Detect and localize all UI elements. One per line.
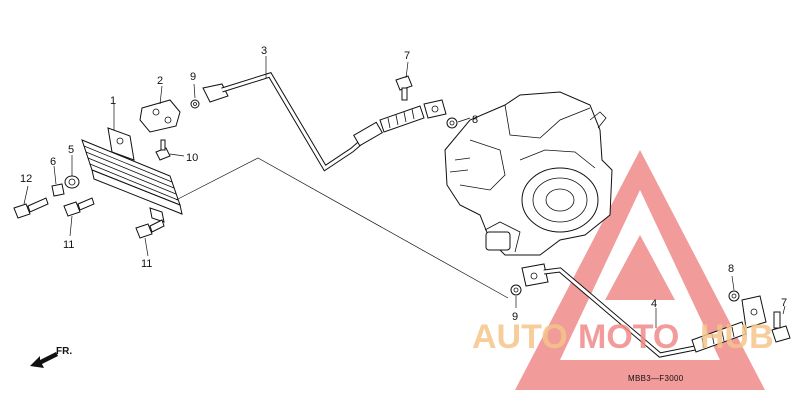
- washer-8-bottom: [728, 290, 740, 302]
- oil-pipe-upper: [202, 72, 447, 172]
- callout-1: 1: [110, 95, 116, 107]
- reference-line: [175, 157, 509, 299]
- watermark-text: AUTO MOTO HUB: [472, 318, 774, 356]
- watermark-auto: AUTO: [472, 318, 568, 356]
- oil-pipe-lower: [521, 263, 767, 358]
- bolt-7-bottom: [771, 311, 791, 343]
- washer-8-top: [446, 117, 458, 129]
- front-direction-arrow-icon: [30, 352, 58, 368]
- callout-5: 5: [68, 144, 74, 156]
- washer-9-top: [190, 99, 200, 109]
- callout-9-top: 9: [190, 71, 196, 83]
- washer-9-bottom: [510, 284, 522, 296]
- front-direction-label: FR.: [56, 346, 72, 357]
- bolt-7-top: [395, 75, 413, 101]
- callout-10: 10: [186, 152, 198, 164]
- callout-11-bottom: 11: [141, 258, 152, 270]
- watermark-moto: MOTO: [578, 318, 679, 356]
- bracket: [139, 99, 181, 133]
- callout-8-top: 8: [472, 114, 478, 126]
- watermark-logo-icon: [515, 150, 765, 390]
- callout-2: 2: [157, 75, 163, 87]
- grommet-6: [51, 183, 65, 197]
- callout-4: 4: [651, 298, 657, 310]
- callout-9-bottom: 9: [512, 311, 518, 323]
- oil-cooler: [81, 127, 183, 223]
- bolt-12: [13, 197, 49, 219]
- leader-lines: [23, 56, 786, 328]
- callout-7-bottom: 7: [781, 297, 787, 309]
- callout-7-top: 7: [404, 50, 410, 62]
- engine-block: [444, 91, 613, 256]
- watermark-hub: HUB: [700, 318, 774, 356]
- figure-code: MBB3—F3000: [628, 374, 684, 383]
- callout-8-bottom: 8: [728, 263, 734, 275]
- bolt-11-left: [63, 197, 95, 217]
- callout-11-left: 11: [63, 239, 74, 251]
- callout-6: 6: [50, 156, 56, 168]
- callout-12: 12: [20, 173, 32, 185]
- bolt-11-bottom: [135, 219, 165, 239]
- callout-3: 3: [261, 45, 267, 57]
- collar-5: [64, 175, 80, 189]
- bolt-10: [155, 139, 171, 161]
